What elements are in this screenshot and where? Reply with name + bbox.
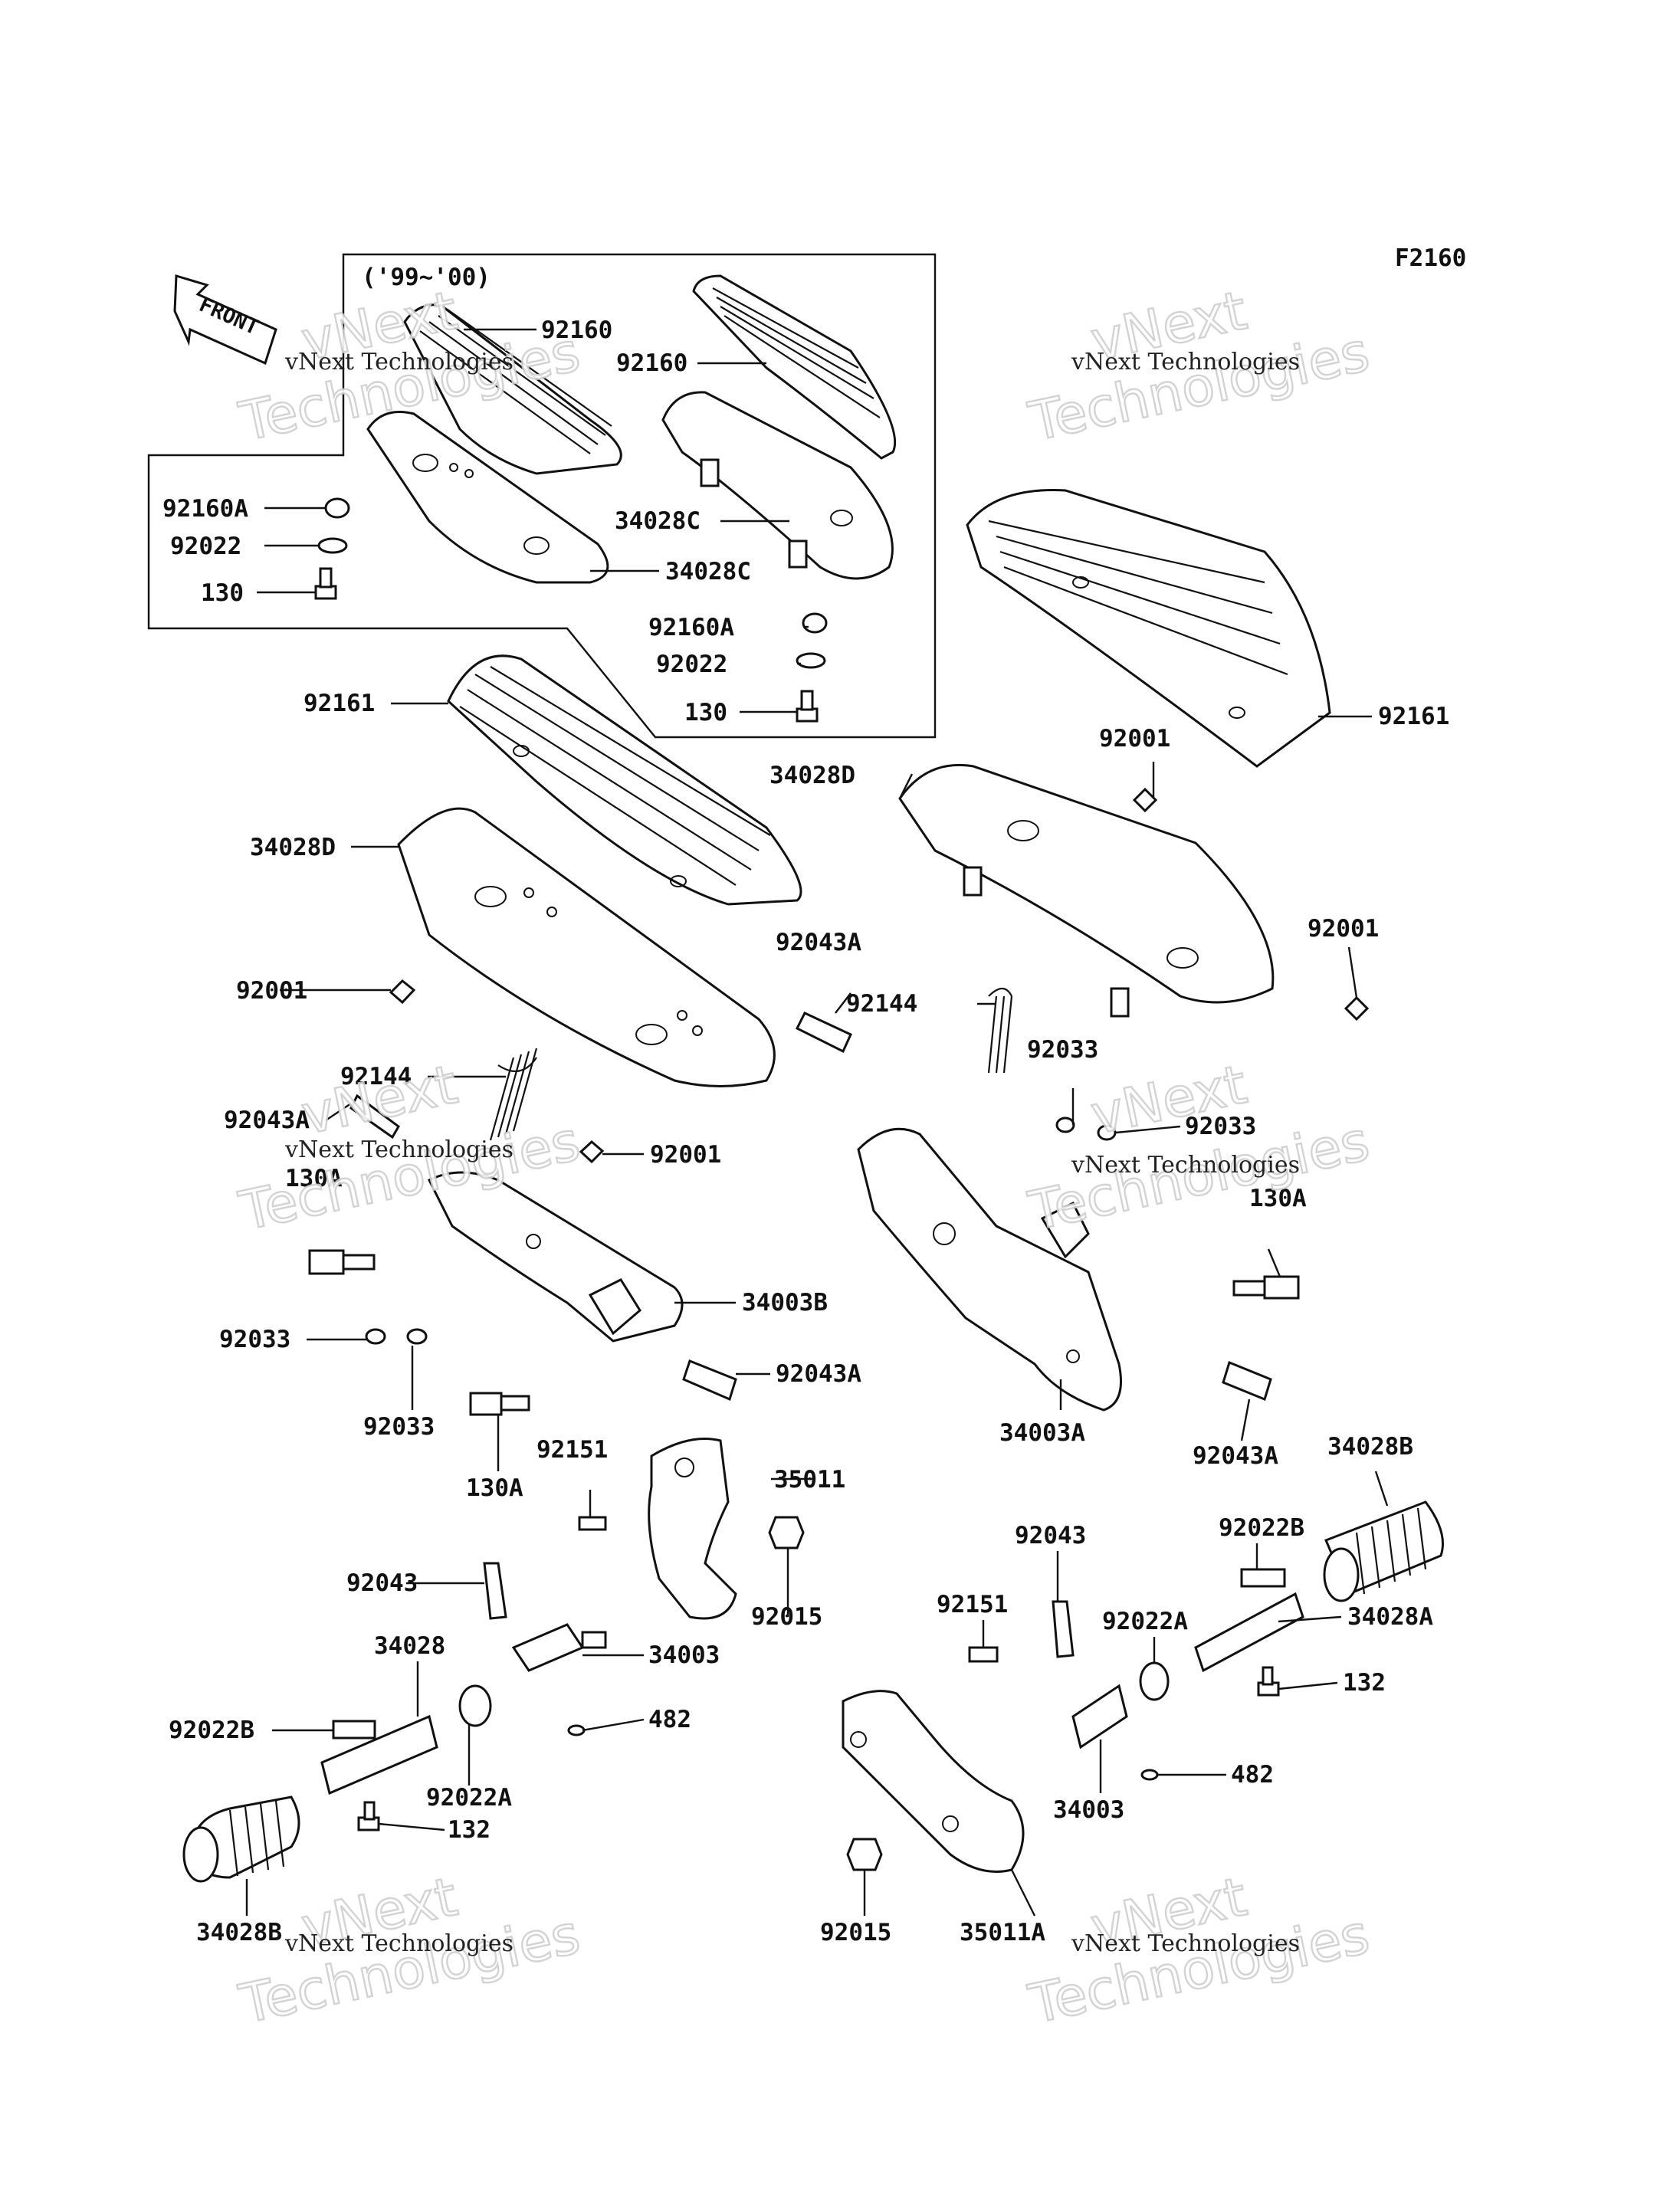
watermark-mid-right: vNext Technologies vNext Technologies — [1022, 1052, 1375, 1244]
part-label: 482 — [648, 1706, 691, 1733]
part-label: 34003 — [1053, 1796, 1124, 1824]
peg-bracket-35011 — [648, 1438, 737, 1620]
part-label: 92022 — [170, 533, 241, 560]
watermark-bottom-left: vNext Technologies vNext Technologies — [233, 1864, 586, 2037]
footpeg-rubber-34028b-right — [1323, 1500, 1444, 1602]
front-arrow-icon: FRONT — [173, 274, 277, 366]
part-label: 34028C — [665, 558, 751, 585]
part-label: 92043 — [346, 1569, 418, 1597]
part-label: 92151 — [536, 1436, 608, 1464]
floorboard-base-34028d-right — [898, 763, 1275, 1018]
footboard-base-34028c-left — [366, 411, 609, 584]
watermark-text: vNext Technologies — [1071, 1152, 1300, 1179]
part-label: 92043 — [1015, 1522, 1086, 1549]
floorboard-pad-92161-left — [447, 654, 802, 906]
spring-92144-left — [489, 1048, 538, 1141]
part-label: 132 — [448, 1816, 491, 1844]
floorboard-base-34028d-left — [397, 807, 776, 1087]
part-label: 92022B — [169, 1717, 254, 1744]
part-label: 92033 — [219, 1326, 290, 1353]
part-label: 130A — [466, 1474, 523, 1502]
part-label: 34003A — [999, 1419, 1085, 1447]
part-label: 92001 — [650, 1141, 721, 1169]
part-label: 92160A — [648, 614, 734, 641]
pins-and-bolts-right — [795, 787, 1370, 1402]
part-label: 92144 — [846, 990, 917, 1018]
part-label: 34028A — [1347, 1603, 1433, 1631]
part-label: 35011 — [774, 1466, 845, 1494]
part-label: 92144 — [340, 1063, 412, 1090]
diagram-code: F2160 — [1395, 244, 1466, 272]
part-label: 130 — [684, 699, 727, 726]
part-label: 92022B — [1219, 1514, 1304, 1542]
part-label: 92043A — [1193, 1442, 1278, 1470]
floorboard-pad-92161-right — [966, 489, 1331, 768]
part-label: 92001 — [236, 977, 307, 1005]
part-label: 34028C — [615, 507, 701, 535]
watermark-top-right: vNext Technologies vNext Technologies — [1022, 278, 1375, 454]
part-label: 34028B — [1327, 1433, 1413, 1461]
part-label: 92043A — [776, 1360, 861, 1388]
part-label: 92022A — [1102, 1608, 1188, 1635]
footpeg-34028a-right — [1194, 1568, 1304, 1697]
part-label: 92033 — [1185, 1113, 1256, 1140]
part-label: 482 — [1231, 1761, 1274, 1789]
watermark-text: vNext Technologies — [284, 1930, 514, 1957]
part-labels: 92160 92160 92160A 92022 130 34028C 3402… — [162, 316, 1449, 1946]
watermark-bottom-right: vNext Technologies vNext Technologies — [1022, 1864, 1375, 2037]
watermark-text: vNext Technologies — [284, 349, 514, 375]
peg-hardware-right — [846, 1600, 1170, 1871]
leader-lines — [245, 328, 1389, 1917]
part-label: 35011A — [960, 1919, 1045, 1946]
part-label: 132 — [1343, 1669, 1386, 1697]
footboard-pad-92160-right — [692, 274, 897, 460]
hardware-stack-right — [796, 612, 828, 723]
footpeg-rubber-34028b-left — [182, 1795, 300, 1883]
bracket-34003a-right — [857, 1127, 1122, 1412]
part-label: 34028D — [769, 762, 855, 789]
part-label: 92022 — [656, 651, 727, 678]
footboard-pad-92160-left — [403, 303, 622, 475]
part-label: 92160 — [541, 316, 612, 344]
part-label: 92161 — [1378, 703, 1449, 730]
part-label: 92022A — [426, 1784, 512, 1812]
variant-note: ('99~'00) — [362, 264, 491, 291]
part-label: 92043A — [776, 929, 861, 956]
hardware-stack-left — [314, 497, 350, 600]
part-label: 92001 — [1099, 725, 1170, 753]
part-label: 34003 — [648, 1641, 720, 1669]
part-label: 92043A — [224, 1107, 310, 1134]
part-label: 92015 — [751, 1603, 822, 1631]
footpeg-34028-left — [320, 1714, 438, 1831]
part-label: 34003B — [742, 1289, 828, 1317]
part-label: 92033 — [363, 1413, 435, 1441]
pins-and-bolts-left — [308, 979, 737, 1416]
part-label: 92160 — [616, 349, 687, 377]
part-label: 34028 — [374, 1632, 445, 1660]
part-label: 92161 — [304, 690, 375, 717]
footboard-base-34028c-right — [661, 391, 894, 580]
spring-92144-right — [987, 987, 1013, 1074]
watermark-text: vNext Technologies — [284, 1136, 514, 1163]
part-label: 34028B — [196, 1919, 282, 1946]
part-label: 130 — [201, 579, 244, 607]
part-label: 92160A — [162, 495, 248, 523]
part-label: 130A — [285, 1165, 343, 1192]
peg-bracket-35011a — [842, 1690, 1025, 1873]
part-label: 92015 — [820, 1919, 891, 1946]
part-label: 92033 — [1027, 1036, 1098, 1064]
watermark-text: vNext Technologies — [1071, 1930, 1300, 1957]
part-label: 92151 — [937, 1591, 1008, 1618]
bracket-34003b-left — [427, 1171, 684, 1343]
part-label: 130A — [1249, 1185, 1307, 1212]
part-label: 92001 — [1308, 915, 1379, 943]
variant-box — [147, 253, 937, 739]
watermark-text: vNext Technologies — [1071, 349, 1300, 375]
part-label: 34028D — [250, 834, 336, 861]
peg-hardware-left — [458, 1516, 805, 1736]
